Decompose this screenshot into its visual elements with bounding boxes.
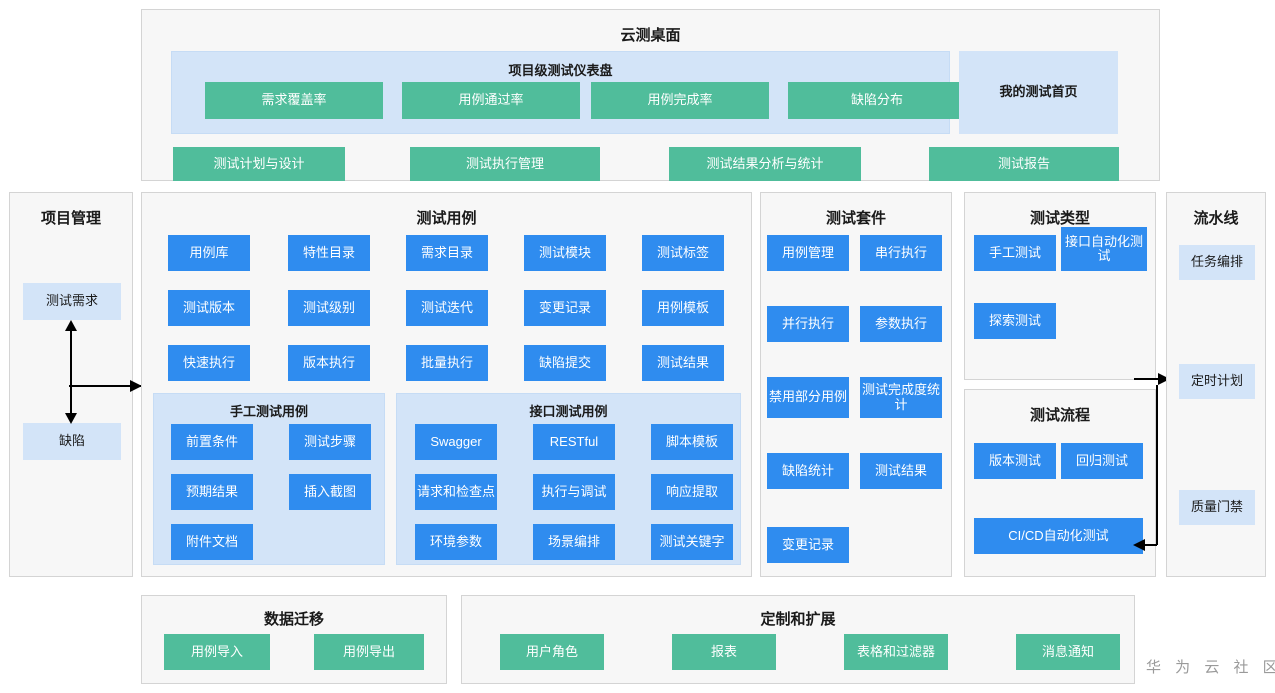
suite-chip-defect-statistics[interactable]: 缺陷统计 bbox=[767, 453, 849, 489]
test-process-title: 测试流程 bbox=[1029, 407, 1090, 424]
api-test-case-title: 接口测试用例 bbox=[529, 404, 608, 419]
pipeline-chip-scheduled-plan[interactable]: 定时计划 bbox=[1179, 364, 1255, 399]
custom-chip-report[interactable]: 报表 bbox=[672, 634, 776, 670]
suite-chip-completion-statistics[interactable]: 测试完成度统计 bbox=[860, 377, 942, 418]
api-chip-request-checkpoint[interactable]: 请求和检查点 bbox=[415, 474, 497, 510]
migration-chip-case-import[interactable]: 用例导入 bbox=[164, 634, 270, 670]
metric-chip-requirement-coverage[interactable]: 需求覆盖率 bbox=[205, 82, 383, 119]
test-type-title: 测试类型 bbox=[1029, 210, 1090, 227]
migration-chip-case-export[interactable]: 用例导出 bbox=[314, 634, 424, 670]
project-management-panel: 项目管理 测试需求 缺陷 bbox=[9, 192, 133, 577]
test-case-chip-test-result[interactable]: 测试结果 bbox=[642, 345, 724, 381]
project-to-testcase-connector bbox=[69, 385, 141, 387]
page-title: 云测桌面 bbox=[620, 27, 681, 44]
api-chip-scenario-orchestration[interactable]: 场景编排 bbox=[533, 524, 615, 560]
test-case-chip-test-level[interactable]: 测试级别 bbox=[288, 290, 370, 326]
test-case-title: 测试用例 bbox=[416, 210, 477, 227]
arrow-up-icon bbox=[65, 320, 77, 331]
pipeline-to-cicd-line-horizontal bbox=[1145, 544, 1157, 546]
test-case-chip-requirement-catalog[interactable]: 需求目录 bbox=[406, 235, 488, 271]
process-chip-regression-test[interactable]: 回归测试 bbox=[1061, 443, 1143, 479]
test-case-chip-test-label[interactable]: 测试标签 bbox=[642, 235, 724, 271]
project-item-test-requirement[interactable]: 测试需求 bbox=[23, 283, 121, 320]
custom-chip-user-role[interactable]: 用户角色 bbox=[500, 634, 604, 670]
pipeline-title: 流水线 bbox=[1193, 210, 1239, 227]
test-case-chip-defect-submit[interactable]: 缺陷提交 bbox=[524, 345, 606, 381]
customization-title: 定制和扩展 bbox=[760, 611, 836, 628]
manual-chip-insert-screenshot[interactable]: 插入截图 bbox=[289, 474, 371, 510]
project-dashboard-panel: 项目级测试仪表盘 需求覆盖率 用例通过率 用例完成率 缺陷分布 bbox=[171, 51, 966, 134]
api-chip-execute-debug[interactable]: 执行与调试 bbox=[533, 474, 615, 510]
project-management-title: 项目管理 bbox=[40, 210, 101, 227]
type-chip-exploratory-test[interactable]: 探索测试 bbox=[974, 303, 1056, 339]
type-chip-manual-test[interactable]: 手工测试 bbox=[974, 235, 1056, 271]
vertical-connector-line bbox=[70, 324, 72, 420]
arrow-left-icon bbox=[1133, 539, 1145, 551]
manual-chip-expected-result[interactable]: 预期结果 bbox=[171, 474, 253, 510]
manual-chip-precondition[interactable]: 前置条件 bbox=[171, 424, 253, 460]
suite-chip-test-result[interactable]: 测试结果 bbox=[860, 453, 942, 489]
cloud-test-desktop-panel: 云测桌面 项目级测试仪表盘 需求覆盖率 用例通过率 用例完成率 缺陷分布 我的测… bbox=[141, 9, 1160, 181]
test-process-panel: 测试流程 版本测试 回归测试 CI/CD自动化测试 bbox=[964, 389, 1156, 577]
test-case-chip-quick-execution[interactable]: 快速执行 bbox=[168, 345, 250, 381]
suite-chip-disable-partial-cases[interactable]: 禁用部分用例 bbox=[767, 377, 849, 418]
test-case-chip-feature-catalog[interactable]: 特性目录 bbox=[288, 235, 370, 271]
type-chip-api-automation-test[interactable]: 接口自动化测试 bbox=[1061, 227, 1147, 271]
test-case-chip-test-version[interactable]: 测试版本 bbox=[168, 290, 250, 326]
test-case-chip-case-library[interactable]: 用例库 bbox=[168, 235, 250, 271]
action-chip-test-result-analysis[interactable]: 测试结果分析与统计 bbox=[669, 147, 861, 181]
data-migration-panel: 数据迁移 用例导入 用例导出 bbox=[141, 595, 447, 684]
manual-chip-test-step[interactable]: 测试步骤 bbox=[289, 424, 371, 460]
metric-chip-defect-distribution[interactable]: 缺陷分布 bbox=[788, 82, 966, 119]
test-case-chip-batch-execution[interactable]: 批量执行 bbox=[406, 345, 488, 381]
suite-chip-parameter-execution[interactable]: 参数执行 bbox=[860, 306, 942, 342]
data-migration-title: 数据迁移 bbox=[263, 611, 324, 628]
watermark-label: 华 为 云 社 区 bbox=[1146, 659, 1275, 676]
test-type-panel: 测试类型 手工测试 接口自动化测试 探索测试 bbox=[964, 192, 1156, 380]
test-case-chip-case-template[interactable]: 用例模板 bbox=[642, 290, 724, 326]
api-chip-swagger[interactable]: Swagger bbox=[415, 424, 497, 460]
test-suite-title: 测试套件 bbox=[825, 210, 886, 227]
project-item-defect[interactable]: 缺陷 bbox=[23, 423, 121, 460]
test-case-chip-test-iteration[interactable]: 测试迭代 bbox=[406, 290, 488, 326]
pipeline-chip-quality-gate[interactable]: 质量门禁 bbox=[1179, 490, 1255, 525]
suite-chip-serial-execution[interactable]: 串行执行 bbox=[860, 235, 942, 271]
metric-chip-case-pass-rate[interactable]: 用例通过率 bbox=[402, 82, 580, 119]
suite-chip-parallel-execution[interactable]: 并行执行 bbox=[767, 306, 849, 342]
test-case-chip-version-execution[interactable]: 版本执行 bbox=[288, 345, 370, 381]
test-suite-panel: 测试套件 用例管理 串行执行 并行执行 参数执行 禁用部分用例 测试完成度统计 … bbox=[760, 192, 952, 577]
test-case-panel: 测试用例 用例库 特性目录 需求目录 测试模块 测试标签 测试版本 测试级别 测… bbox=[141, 192, 752, 577]
my-test-home-card[interactable]: 我的测试首页 bbox=[959, 51, 1118, 134]
test-case-chip-test-module[interactable]: 测试模块 bbox=[524, 235, 606, 271]
suite-chip-change-record[interactable]: 变更记录 bbox=[767, 527, 849, 563]
manual-test-case-panel: 手工测试用例 前置条件 测试步骤 预期结果 插入截图 附件文档 bbox=[153, 393, 385, 565]
pipeline-panel: 流水线 任务编排 定时计划 质量门禁 bbox=[1166, 192, 1266, 577]
arrow-down-icon bbox=[65, 413, 77, 424]
process-chip-cicd-automation-test[interactable]: CI/CD自动化测试 bbox=[974, 518, 1143, 554]
pipeline-chip-task-orchestration[interactable]: 任务编排 bbox=[1179, 245, 1255, 280]
api-chip-test-keyword[interactable]: 测试关键字 bbox=[651, 524, 733, 560]
action-chip-test-execution-management[interactable]: 测试执行管理 bbox=[410, 147, 600, 181]
dashboard-title: 项目级测试仪表盘 bbox=[508, 63, 613, 78]
pipeline-to-cicd-line-vertical bbox=[1156, 385, 1158, 545]
api-test-case-panel: 接口测试用例 Swagger RESTful 脚本模板 请求和检查点 执行与调试… bbox=[396, 393, 741, 565]
metric-chip-case-completion-rate[interactable]: 用例完成率 bbox=[591, 82, 769, 119]
cicd-to-pipeline-line bbox=[1134, 378, 1162, 380]
custom-chip-table-filter[interactable]: 表格和过滤器 bbox=[844, 634, 948, 670]
suite-chip-case-management[interactable]: 用例管理 bbox=[767, 235, 849, 271]
api-chip-response-extract[interactable]: 响应提取 bbox=[651, 474, 733, 510]
arrow-right-pipeline-icon bbox=[1158, 373, 1170, 385]
arrow-right-icon bbox=[130, 380, 142, 392]
action-chip-test-report[interactable]: 测试报告 bbox=[929, 147, 1119, 181]
manual-test-case-title: 手工测试用例 bbox=[229, 404, 308, 419]
process-chip-version-test[interactable]: 版本测试 bbox=[974, 443, 1056, 479]
action-chip-test-plan-design[interactable]: 测试计划与设计 bbox=[173, 147, 345, 181]
api-chip-restful[interactable]: RESTful bbox=[533, 424, 615, 460]
custom-chip-message-notification[interactable]: 消息通知 bbox=[1016, 634, 1120, 670]
manual-chip-attachment-doc[interactable]: 附件文档 bbox=[171, 524, 253, 560]
api-chip-script-template[interactable]: 脚本模板 bbox=[651, 424, 733, 460]
customization-panel: 定制和扩展 用户角色 报表 表格和过滤器 消息通知 bbox=[461, 595, 1135, 684]
api-chip-environment-param[interactable]: 环境参数 bbox=[415, 524, 497, 560]
test-case-chip-change-record[interactable]: 变更记录 bbox=[524, 290, 606, 326]
